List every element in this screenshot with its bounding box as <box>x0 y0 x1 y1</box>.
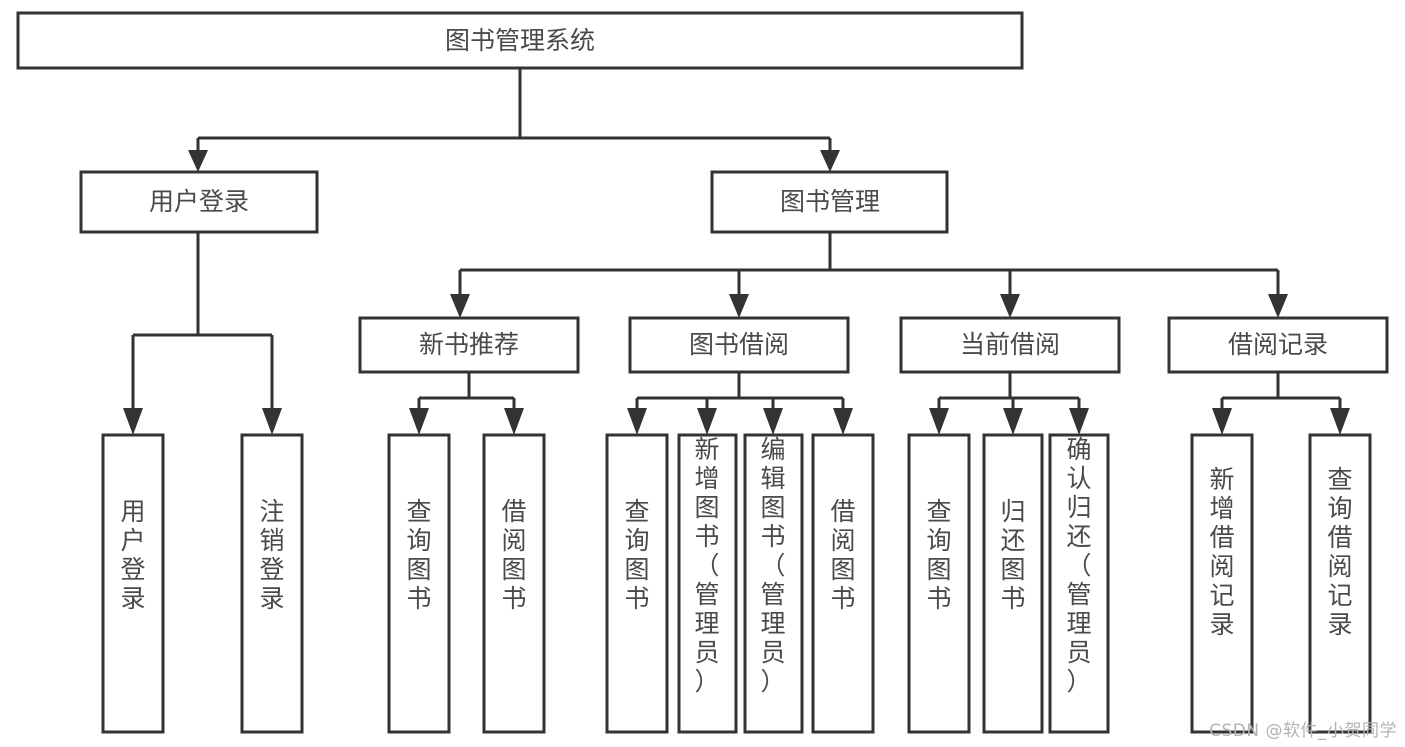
node-leaf-borrow-book-1[interactable]: 借阅图书 <box>482 433 546 734</box>
node-leaf-user-login-label: 用户登录 <box>120 497 145 613</box>
node-book-borrow-label: 图书借阅 <box>689 330 789 359</box>
node-leaf-add-borrow-record[interactable]: 新增借阅记录 <box>1190 433 1254 734</box>
arrow-head-leaf-logout-login <box>262 408 282 435</box>
node-borrow-record-label: 借阅记录 <box>1228 330 1328 359</box>
node-leaf-edit-book-admin-label: 编辑图书（管理员） <box>760 435 785 696</box>
node-leaf-query-borrow-record-box[interactable] <box>1308 433 1372 734</box>
arrow-head-leaf-add-book-admin <box>697 408 717 435</box>
node-leaf-return-book[interactable]: 归还图书 <box>982 433 1044 734</box>
node-current-borrow-label: 当前借阅 <box>960 330 1060 359</box>
node-leaf-add-borrow-record-label: 新增借阅记录 <box>1209 465 1234 639</box>
node-new-book-recommend-label: 新书推荐 <box>419 330 519 359</box>
node-leaf-query-book-3[interactable]: 查询图书 <box>907 433 971 734</box>
arrow-head-leaf-borrow-book-1 <box>504 408 524 435</box>
arrow-head-leaf-user-login <box>123 408 143 435</box>
node-leaf-add-book-admin[interactable]: 新增图书（管理员） <box>677 433 738 734</box>
node-leaf-borrow-book-1-box[interactable] <box>482 433 546 734</box>
node-book-borrow[interactable]: 图书借阅 <box>628 316 850 374</box>
arrow-head-current-borrow <box>1000 294 1020 318</box>
arrow-head-leaf-query-book-3 <box>929 408 949 435</box>
csdn-watermark: CSDN @软件_小贺同学 <box>1209 721 1397 741</box>
node-book-management-label: 图书管理 <box>780 187 880 216</box>
node-leaf-user-login[interactable]: 用户登录 <box>101 433 165 734</box>
node-leaf-confirm-return-admin[interactable]: 确认归还（管理员） <box>1048 433 1110 734</box>
arrow-head-borrow-record <box>1268 294 1288 318</box>
node-leaf-query-book-1[interactable]: 查询图书 <box>387 433 451 734</box>
node-book-borrow-box[interactable] <box>628 316 850 374</box>
arrow-head-leaf-query-book-1 <box>409 408 429 435</box>
arrow-head-leaf-borrow-book-2 <box>833 408 853 435</box>
node-book-management-box[interactable] <box>710 170 949 234</box>
node-leaf-query-book-1-box[interactable] <box>387 433 451 734</box>
node-user-login[interactable]: 用户登录 <box>79 170 319 234</box>
node-leaf-add-borrow-record-box[interactable] <box>1190 433 1254 734</box>
node-leaf-edit-book-admin[interactable]: 编辑图书（管理员） <box>743 433 804 734</box>
connector-group <box>123 68 1350 435</box>
node-leaf-query-book-1-label: 查询图书 <box>406 497 431 613</box>
node-leaf-return-book-label: 归还图书 <box>1000 497 1025 613</box>
node-leaf-add-book-admin-label: 新增图书（管理员） <box>694 435 719 696</box>
node-leaf-borrow-book-2[interactable]: 借阅图书 <box>811 433 875 734</box>
node-root[interactable]: 图书管理系统 <box>16 11 1024 70</box>
node-current-borrow[interactable]: 当前借阅 <box>899 316 1121 374</box>
node-user-login-box[interactable] <box>79 170 319 234</box>
node-book-management[interactable]: 图书管理 <box>710 170 949 234</box>
arrow-head-new-book-recommend <box>450 294 470 318</box>
node-leaf-logout-login[interactable]: 注销登录 <box>240 433 304 734</box>
node-leaf-query-borrow-record-label: 查询借阅记录 <box>1327 465 1352 639</box>
node-leaf-query-book-3-label: 查询图书 <box>926 497 951 613</box>
arrow-head-leaf-add-borrow-record <box>1212 408 1232 435</box>
node-leaf-query-book-3-box[interactable] <box>907 433 971 734</box>
node-leaf-query-book-2[interactable]: 查询图书 <box>605 433 669 734</box>
node-leaf-query-book-2-label: 查询图书 <box>624 497 649 613</box>
node-new-book-recommend[interactable]: 新书推荐 <box>358 316 580 374</box>
node-leaf-logout-login-box[interactable] <box>240 433 304 734</box>
node-leaf-logout-login-label: 注销登录 <box>259 497 284 613</box>
node-user-login-label: 用户登录 <box>149 187 249 216</box>
arrow-head-book-borrow <box>729 294 749 318</box>
node-new-book-recommend-box[interactable] <box>358 316 580 374</box>
node-leaf-user-login-box[interactable] <box>101 433 165 734</box>
node-leaf-return-book-box[interactable] <box>982 433 1044 734</box>
node-leaf-confirm-return-admin-label: 确认归还（管理员） <box>1066 435 1091 696</box>
node-leaf-edit-book-admin-box[interactable] <box>743 433 804 734</box>
node-borrow-record-box[interactable] <box>1167 316 1389 374</box>
arrow-head-leaf-query-book-2 <box>627 408 647 435</box>
arrow-head-leaf-return-book <box>1003 408 1023 435</box>
arrow-head-user-login <box>188 150 208 172</box>
arrow-head-leaf-query-borrow-record <box>1330 408 1350 435</box>
arrow-head-book-management <box>820 150 840 172</box>
node-root-box[interactable] <box>16 11 1024 70</box>
node-leaf-borrow-book-2-box[interactable] <box>811 433 875 734</box>
node-leaf-add-book-admin-box[interactable] <box>677 433 738 734</box>
arrow-head-leaf-edit-book-admin <box>763 408 783 435</box>
node-leaf-query-borrow-record[interactable]: 查询借阅记录 <box>1308 433 1372 734</box>
node-current-borrow-box[interactable] <box>899 316 1121 374</box>
node-root-label: 图书管理系统 <box>445 26 595 55</box>
node-leaf-borrow-book-1-label: 借阅图书 <box>501 497 526 613</box>
arrow-head-leaf-confirm-return-admin <box>1069 408 1089 435</box>
node-leaf-query-book-2-box[interactable] <box>605 433 669 734</box>
node-leaf-confirm-return-admin-box[interactable] <box>1048 433 1110 734</box>
node-leaf-borrow-book-2-label: 借阅图书 <box>830 497 855 613</box>
node-borrow-record[interactable]: 借阅记录 <box>1167 316 1389 374</box>
